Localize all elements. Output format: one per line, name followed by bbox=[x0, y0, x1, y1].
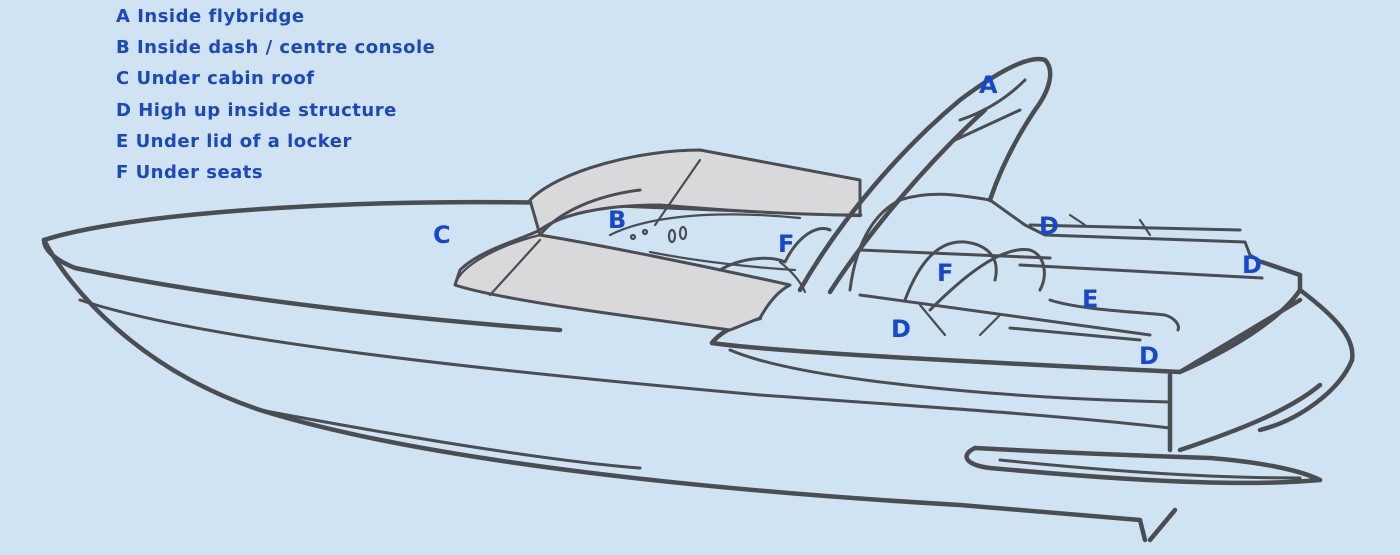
marker-f-seat: F bbox=[937, 259, 953, 287]
cockpit-locker bbox=[858, 198, 1264, 342]
swim-platform bbox=[964, 382, 1323, 486]
marker-c: C bbox=[433, 221, 451, 249]
legend-item-c: C Under cabin roof bbox=[116, 68, 315, 90]
legend-item-e: E Under lid of a locker bbox=[116, 130, 352, 152]
marker-d-left: D bbox=[891, 315, 911, 343]
legend-item-b: B Inside dash / centre console bbox=[116, 37, 436, 59]
diagram-markers: A B C D D D D E F F bbox=[433, 71, 1262, 370]
marker-f-console: F bbox=[778, 230, 794, 258]
legend: A Inside flybridge B Inside dash / centr… bbox=[116, 4, 435, 191]
console bbox=[608, 213, 802, 272]
hull bbox=[41, 199, 1178, 543]
marker-a: A bbox=[979, 71, 998, 99]
marker-b: B bbox=[608, 206, 626, 234]
legend-item-a: A Inside flybridge bbox=[116, 6, 305, 27]
arch bbox=[797, 56, 1053, 295]
marker-d-right: D bbox=[1242, 251, 1262, 279]
legend-item-f: F Under seats bbox=[116, 161, 264, 183]
cabin-roof bbox=[453, 148, 862, 332]
marker-d-upper: D bbox=[1039, 212, 1059, 240]
legend-item-d: D High up inside structure bbox=[116, 99, 397, 121]
deck bbox=[709, 259, 1355, 453]
helm-seats bbox=[718, 227, 1046, 312]
marker-d-lower: D bbox=[1139, 342, 1159, 370]
marker-e: E bbox=[1082, 285, 1098, 313]
